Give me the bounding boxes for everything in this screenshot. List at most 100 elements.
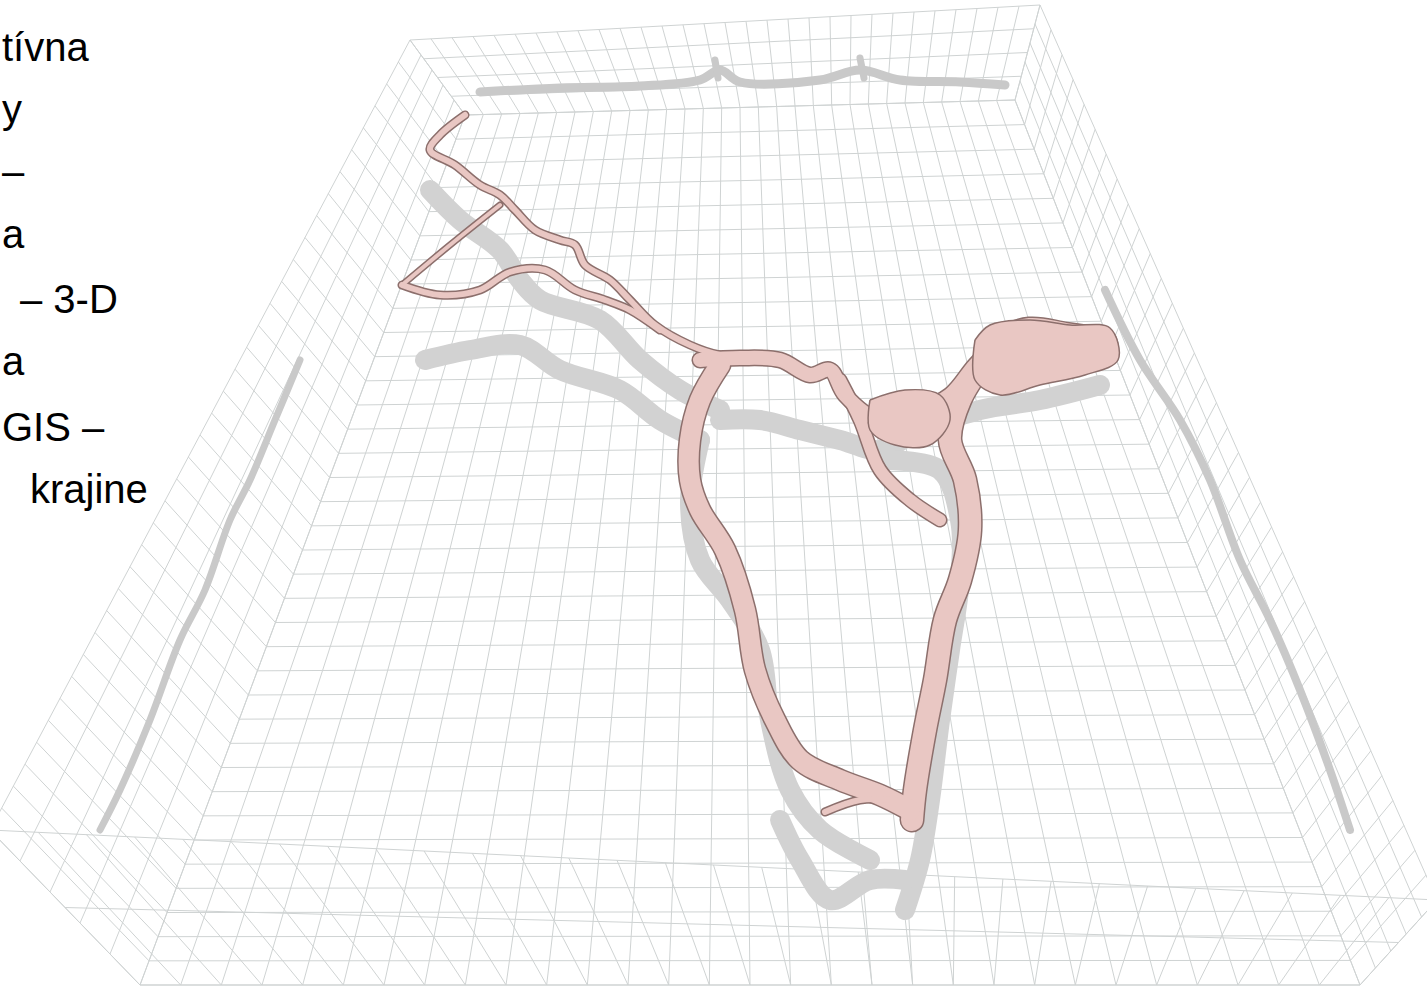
cave-outline [402, 268, 660, 330]
slide-text-fragment: tívna [0, 24, 91, 70]
grid-line [1322, 801, 1393, 887]
slide-text-fragment: – [0, 148, 26, 194]
grid-line [248, 690, 1245, 695]
grid-line [447, 149, 1034, 163]
back-projection [715, 60, 718, 78]
cave-chamber [868, 390, 950, 448]
grid-line [424, 29, 1034, 59]
grid-line [1092, 204, 1129, 297]
grid-line [65, 908, 1399, 943]
cave-outline [402, 205, 500, 285]
floor-shadow [780, 820, 905, 900]
floor-shadow [720, 385, 1100, 450]
grid-line [1044, 80, 1073, 174]
grid-line [1111, 254, 1150, 346]
grid-line [410, 5, 1040, 40]
grid-line [130, 567, 248, 695]
cave-outline [430, 115, 800, 370]
slide-text-fragment: krajine [28, 466, 150, 512]
grid-line [1063, 129, 1095, 223]
grid-line [167, 911, 1331, 912]
grid-line [149, 960, 1350, 961]
grid-line [223, 391, 320, 502]
grid-line [221, 764, 1274, 768]
slide-text-fragment: GIS – [0, 404, 106, 450]
grid-line [1030, 43, 1406, 934]
back-wall-grid [410, 5, 1040, 115]
grid-line [258, 325, 347, 429]
slide-text-fragment: – 3-D [18, 276, 120, 322]
grid-line [235, 369, 330, 477]
grid-line [1101, 229, 1139, 322]
grid-line [393, 297, 1092, 309]
grid-line [339, 444, 1150, 453]
grid-line [140, 115, 465, 985]
grid-line [165, 501, 275, 623]
grid-line [13, 786, 158, 937]
grid-line [303, 543, 1188, 551]
grid-line [1025, 30, 1051, 125]
grid-line [328, 194, 401, 285]
grid-line [1034, 55, 1062, 149]
grid-line [2, 808, 149, 961]
grid-line [176, 887, 1322, 889]
right-wall-grid [1015, 5, 1427, 985]
grid-line [0, 40, 410, 830]
grid-line [230, 739, 1264, 743]
front-wall-grid [0, 830, 1427, 985]
grid-line [1020, 81, 1375, 968]
grid-line [1015, 100, 1360, 985]
grid-line [456, 125, 1025, 140]
grid-line [330, 469, 1159, 478]
grid-line [140, 115, 465, 985]
grid-line [203, 813, 1293, 816]
grid-line [1053, 104, 1084, 198]
grid-line [1073, 154, 1107, 247]
grid-line [429, 198, 1053, 211]
grid-line [188, 457, 293, 574]
grid-line [1082, 179, 1117, 272]
grid-line [1350, 875, 1426, 960]
cave-passage [825, 799, 895, 812]
right-wall-projection [1105, 290, 1350, 830]
cave-passage [402, 268, 660, 330]
grid-line [1331, 825, 1404, 911]
grid-line [0, 830, 1427, 900]
floor-grid [140, 100, 1360, 985]
grid-line [1025, 62, 1391, 951]
grid-line [247, 347, 339, 453]
left-wall-projection [100, 360, 300, 830]
cave-passage [402, 205, 500, 285]
grid-line [321, 493, 1169, 501]
cave-passage [430, 115, 800, 370]
floor-shadow [880, 460, 962, 910]
grid-line [20, 55, 421, 861]
cave-chamber [973, 320, 1120, 395]
grid-line [1341, 850, 1415, 936]
grid-line [194, 838, 1302, 841]
grid-line [239, 715, 1254, 720]
grid-line [438, 174, 1044, 188]
slide-text-fragment: a [0, 211, 26, 257]
grid-line [110, 100, 454, 954]
grid-line [1035, 24, 1422, 917]
grid-line [200, 435, 303, 550]
grid-line [185, 862, 1312, 864]
grid-line [312, 518, 1178, 526]
left-wall-grid [0, 40, 465, 985]
grid-line [1040, 5, 1427, 900]
grid-line [140, 985, 1360, 986]
slide-text-fragment: a [0, 338, 26, 384]
grid-line [177, 479, 285, 598]
grid-line [1015, 100, 1360, 985]
back-projection [480, 70, 1005, 92]
grid-line [118, 589, 239, 720]
grid-line [212, 413, 312, 526]
grid-line [465, 100, 1015, 115]
grid-line [212, 788, 1283, 791]
grid-line [465, 100, 1015, 115]
floor-shadow [425, 344, 700, 440]
back-projection [860, 58, 864, 78]
grid-line [140, 985, 1360, 986]
